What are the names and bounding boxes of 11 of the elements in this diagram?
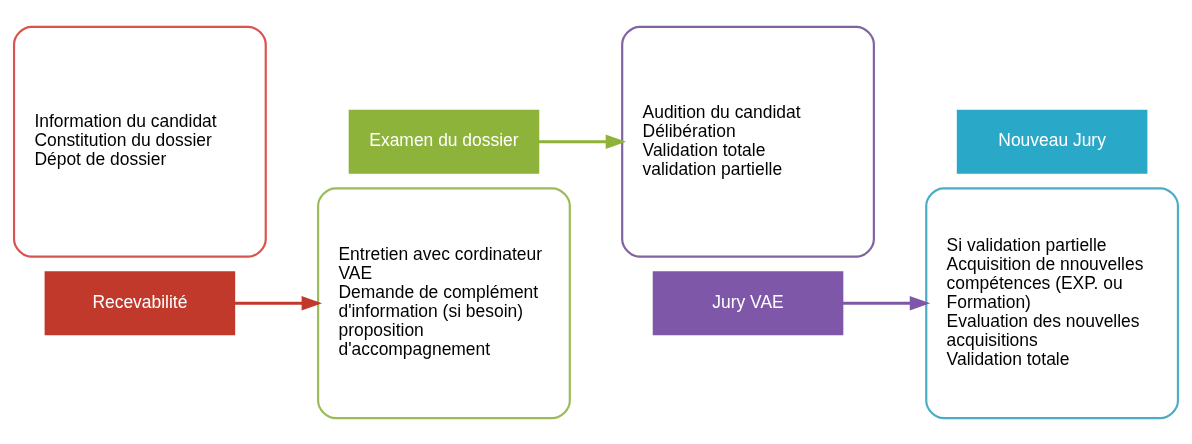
node-box: Jury VAE bbox=[652, 270, 844, 335]
node-box: Entretien avec cordinateur VAE Demande de complément d'information (si besoin) proposition d'accompagnement bbox=[317, 186, 571, 419]
arrow bbox=[842, 295, 931, 310]
arrow bbox=[234, 295, 322, 310]
node-box: Audition du candidat Délibération Validation totale validation partielle bbox=[621, 25, 875, 258]
node-box: Recevabilité bbox=[44, 270, 236, 335]
arrow bbox=[538, 134, 627, 149]
node-box: Nouveau Jury bbox=[956, 109, 1148, 174]
node-box: Information du candidat Constitution du dossier Dépot de dossier bbox=[12, 25, 267, 258]
node-box: Si validation partielle Acquisition de nnouvelles compétences (EXP. ou Formation) Evaluation des nouvelles acquisitions Validation totale bbox=[925, 186, 1180, 419]
node-box: Examen du dossier bbox=[348, 109, 540, 174]
